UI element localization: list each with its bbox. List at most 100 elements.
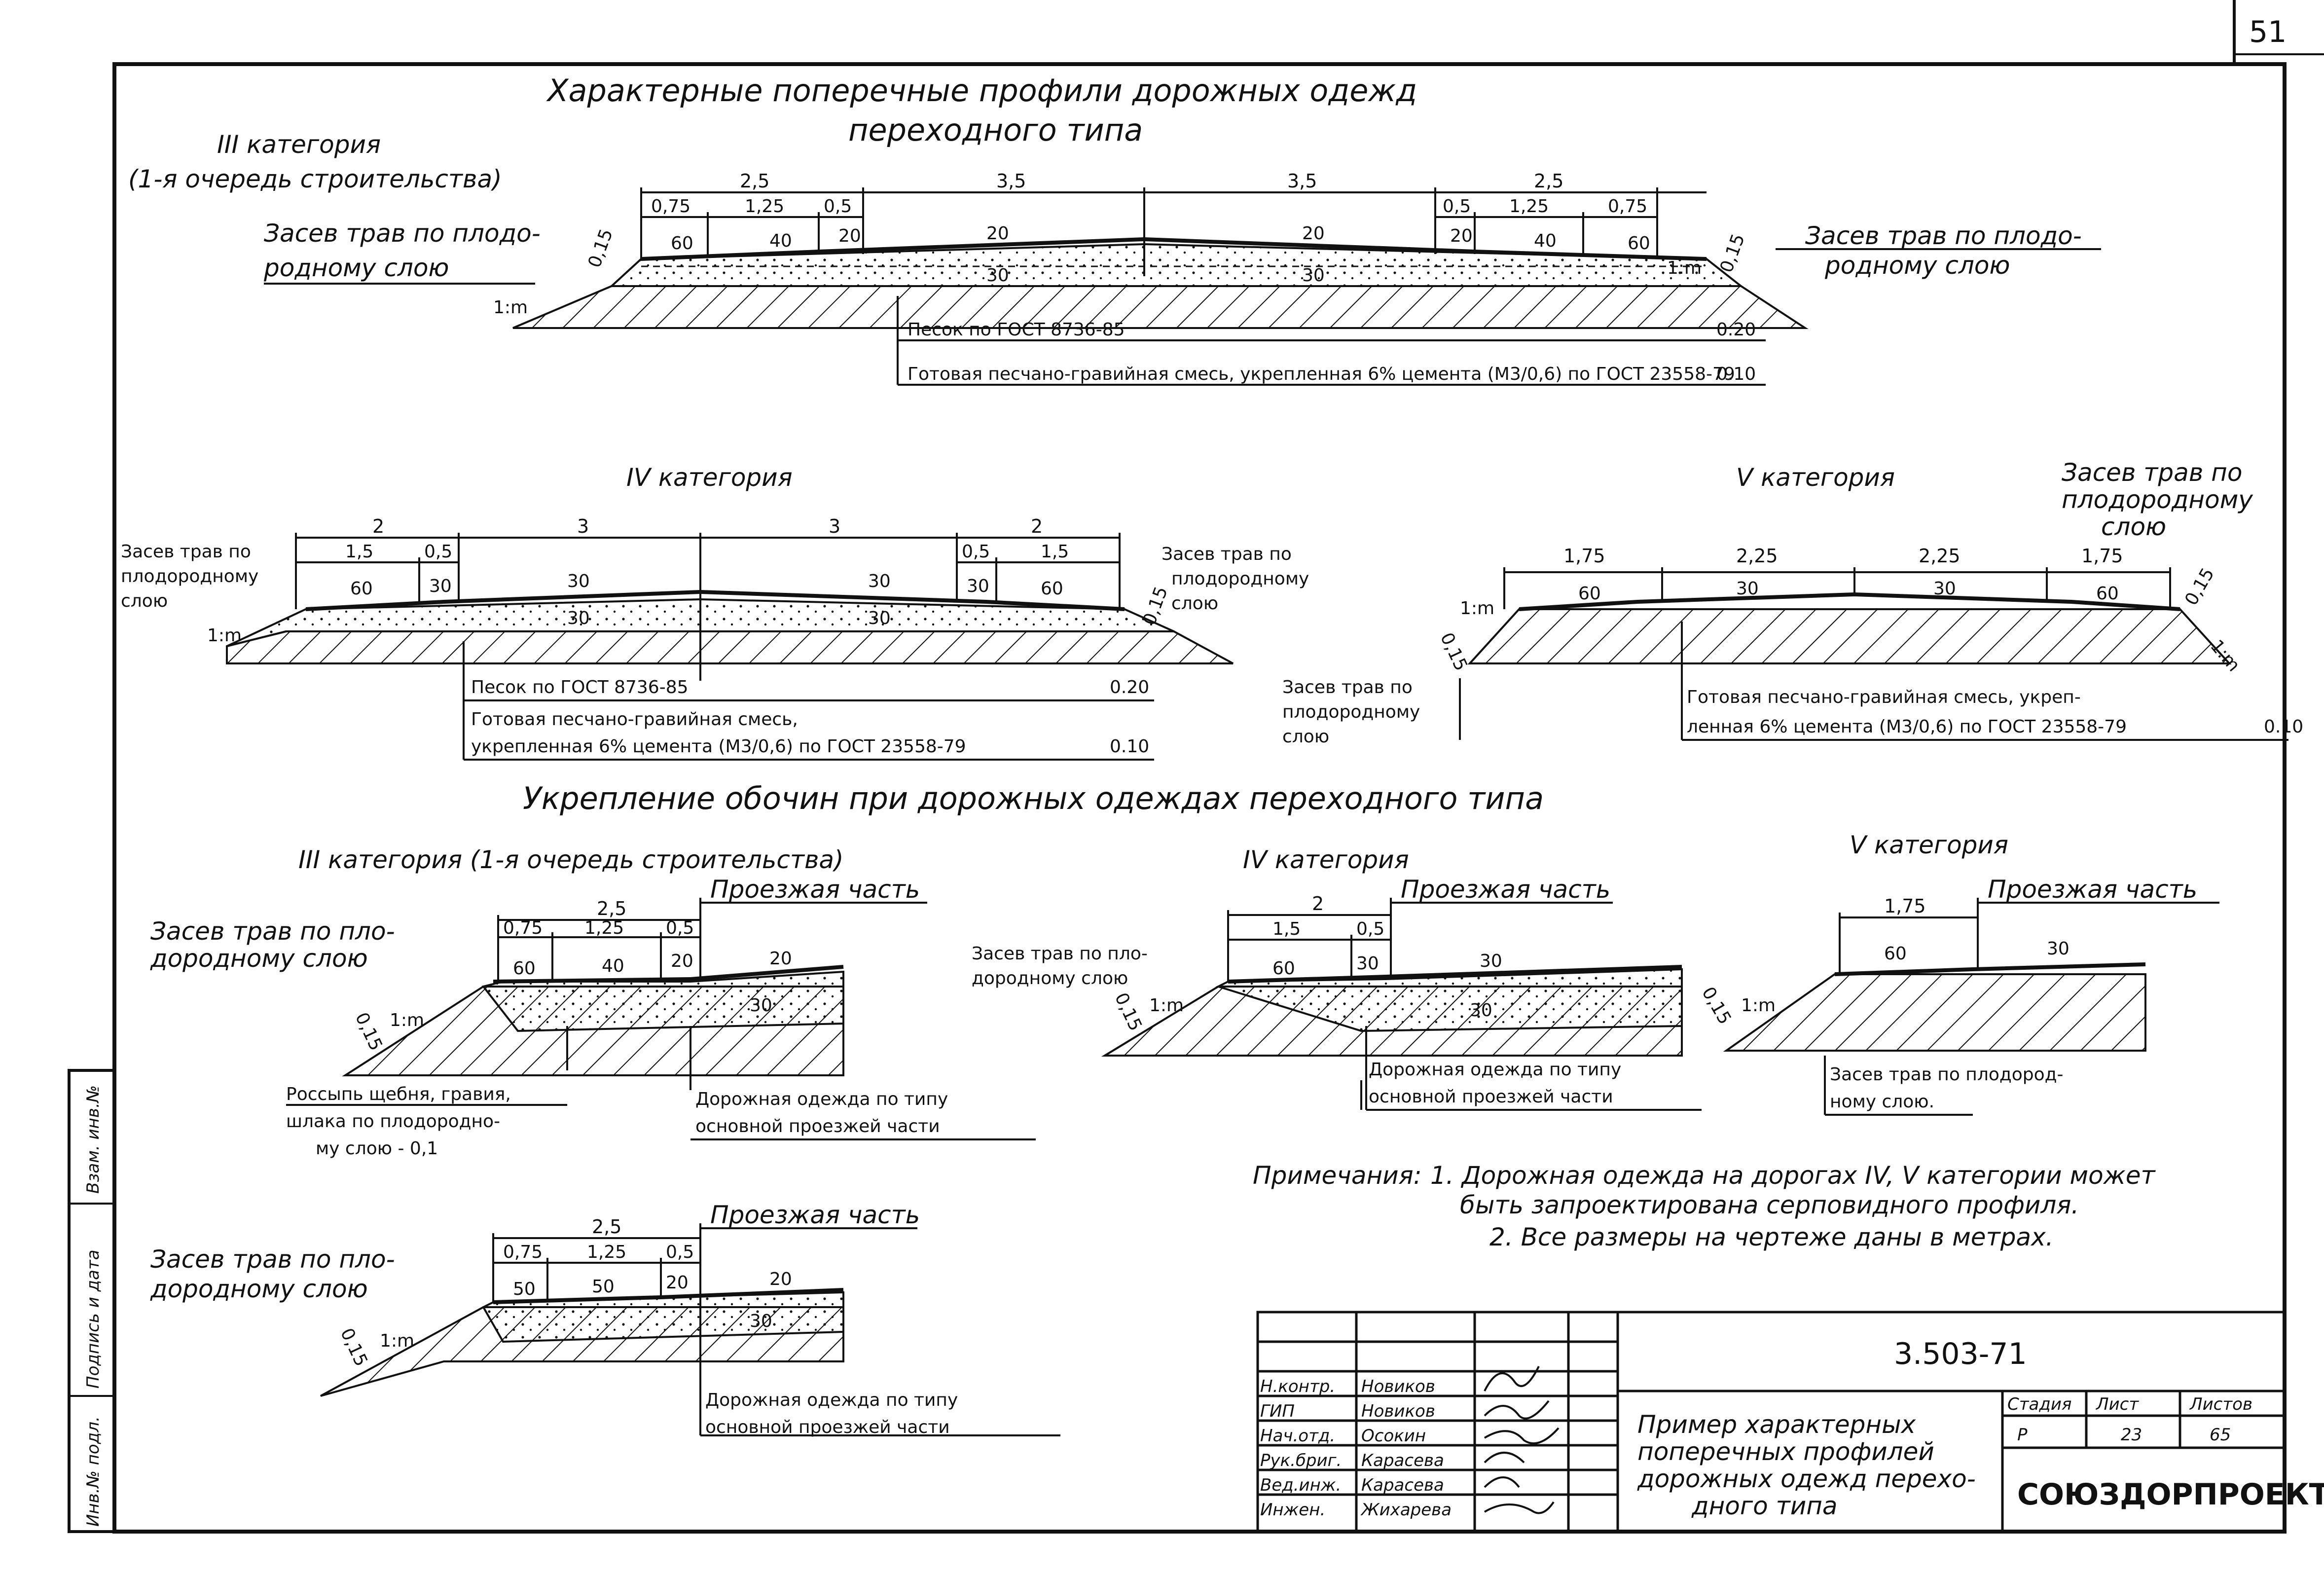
svg-text:40: 40 (602, 956, 624, 976)
svg-text:Карасева: Карасева (1361, 1451, 1444, 1470)
svg-text:30: 30 (567, 571, 590, 591)
svg-text:Проезжая часть: Проезжая часть (710, 875, 920, 904)
svg-text:3,5: 3,5 (996, 170, 1026, 192)
svg-text:1:m: 1:m (390, 1010, 424, 1030)
svg-text:0,75: 0,75 (503, 918, 543, 938)
svg-text:Инжен.: Инжен. (1260, 1500, 1325, 1520)
svg-text:Засев трав по: Засев трав по (2062, 458, 2242, 487)
section-cat4: IV категория Засев трав по плодородному … (121, 463, 1309, 761)
svg-text:1:m: 1:m (380, 1331, 414, 1351)
svg-text:2: 2 (372, 515, 384, 537)
svg-text:0,15: 0,15 (336, 1325, 371, 1369)
svg-text:30: 30 (2047, 939, 2070, 959)
doc-code: 3.503-71 (1894, 1337, 2027, 1371)
svg-text:дородному слою: дородному слою (150, 1275, 368, 1303)
signature-marks (1484, 1366, 1560, 1514)
svg-text:Лист: Лист (2095, 1394, 2139, 1414)
svg-text:1:m: 1:m (1667, 258, 1702, 278)
svg-text:Пример характерных: Пример характерных (1637, 1410, 1916, 1439)
svg-text:0,5: 0,5 (424, 542, 452, 562)
svg-text:Р: Р (2017, 1425, 2028, 1445)
svg-text:плодородному: плодородному (2062, 485, 2253, 514)
svg-text:основной проезжей части: основной проезжей части (705, 1417, 950, 1437)
svg-text:0,5: 0,5 (824, 196, 852, 217)
svg-text:дного типа: дного типа (1691, 1492, 1838, 1520)
svg-text:слою: слою (2101, 513, 2166, 541)
svg-text:30: 30 (1933, 579, 1956, 599)
svg-text:2,5: 2,5 (597, 898, 626, 919)
svg-text:0,15: 0,15 (351, 1009, 386, 1054)
svg-text:Засев трав по плодород-: Засев трав по плодород- (1830, 1064, 2064, 1085)
svg-text:Россыпь щебня, гравия,: Россыпь щебня, гравия, (286, 1084, 511, 1104)
svg-text:1:m: 1:m (1460, 598, 1494, 619)
svg-text:Готовая песчано-гравийная смес: Готовая песчано-гравийная смесь, (471, 709, 798, 730)
svg-text:ГИП: ГИП (1260, 1401, 1295, 1421)
svg-text:Новиков: Новиков (1361, 1377, 1435, 1396)
svg-text:Карасева: Карасева (1361, 1475, 1444, 1495)
svg-text:Инв.№ подл.: Инв.№ подл. (83, 1416, 103, 1527)
svg-text:23: 23 (2121, 1425, 2142, 1445)
svg-text:Засев трав по пло-: Засев трав по пло- (150, 917, 395, 946)
svg-text:0,5: 0,5 (666, 1242, 694, 1262)
cat3-layer-sand: Песок по ГОСТ 8736-85 (908, 320, 1125, 340)
svg-text:1:m: 1:m (1741, 995, 1776, 1016)
cat3-subgrade (512, 285, 1809, 329)
svg-text:0,5: 0,5 (962, 542, 990, 562)
svg-text:Проезжая часть: Проезжая часть (1988, 875, 2197, 904)
svg-text:1,25: 1,25 (587, 1242, 626, 1262)
svg-text:0,15: 0,15 (1139, 584, 1172, 628)
svg-text:20: 20 (838, 226, 861, 246)
sheet-number: 51 (2249, 15, 2287, 49)
svg-text:V категория: V категория (1850, 831, 2008, 859)
svg-text:30: 30 (1356, 953, 1379, 974)
svg-text:1. Дорожная одежда на дорогах: 1. Дорожная одежда на дорогах IV, V кате… (1430, 1161, 2156, 1190)
svg-text:60: 60 (1272, 958, 1295, 979)
cat5-label: V категория (1736, 463, 1895, 492)
svg-text:30: 30 (1470, 1000, 1492, 1021)
svg-text:III категория (1-я очередь стр: III категория (1-я очередь строительства… (298, 845, 844, 874)
svg-text:поперечных профилей: поперечных профилей (1637, 1437, 1934, 1466)
cat3-label: III категория (217, 130, 381, 159)
svg-text:0.20: 0.20 (1716, 320, 1756, 340)
svg-text:40: 40 (1534, 231, 1557, 251)
svg-text:20: 20 (986, 223, 1009, 244)
svg-text:плодородному: плодородному (121, 566, 258, 586)
svg-text:20: 20 (769, 949, 792, 969)
cat3-grass-right-1: Засев трав по плодо- (1805, 221, 2082, 250)
svg-text:20: 20 (1450, 226, 1473, 246)
svg-text:1,25: 1,25 (1509, 196, 1549, 217)
d3-subgrade (1723, 973, 2146, 1052)
svg-text:40: 40 (769, 231, 792, 251)
svg-text:слою: слою (1171, 593, 1218, 614)
svg-text:Дорожная одежда по типу: Дорожная одежда по типу (695, 1089, 948, 1109)
svg-text:0,15: 0,15 (1111, 989, 1146, 1034)
svg-text:0,5: 0,5 (1356, 919, 1384, 939)
svg-text:0,5: 0,5 (666, 918, 694, 938)
svg-text:слою: слою (1282, 727, 1329, 747)
svg-text:3,5: 3,5 (1287, 170, 1317, 192)
svg-text:60: 60 (513, 958, 536, 979)
side-stamp: Инв.№ подл. Подпись и дата Взам. инв.№ (83, 1085, 103, 1527)
svg-text:Нач.отд.: Нач.отд. (1260, 1426, 1335, 1446)
svg-text:плодородному: плодородному (1282, 702, 1420, 722)
svg-text:слою: слою (121, 591, 168, 611)
svg-text:20: 20 (1302, 223, 1325, 244)
svg-text:1,25: 1,25 (745, 196, 784, 217)
svg-text:1:m: 1:m (1149, 995, 1184, 1016)
svg-text:Дорожная одежда по типу: Дорожная одежда по типу (705, 1390, 958, 1410)
svg-text:30: 30 (429, 576, 452, 596)
section-cat3: III категория (1-я очередь строительства… (128, 130, 2101, 386)
section-subtitle: Укрепление обочин при дорожных одеждах п… (523, 780, 1544, 816)
svg-text:Осокин: Осокин (1361, 1426, 1426, 1446)
svg-text:30: 30 (868, 571, 891, 591)
detail-cat3: III категория (1-я очередь строительства… (150, 845, 1036, 1159)
svg-text:0,75: 0,75 (503, 1242, 543, 1262)
svg-text:30: 30 (750, 995, 772, 1016)
svg-text:2: 2 (1031, 515, 1043, 537)
svg-text:60: 60 (1041, 579, 1063, 599)
svg-text:быть запроектирована серповидн: быть запроектирована серповидного профил… (1460, 1191, 2079, 1219)
svg-text:1,25: 1,25 (584, 918, 624, 938)
svg-text:0,15: 0,15 (1436, 629, 1471, 674)
svg-text:Стадия: Стадия (2007, 1394, 2071, 1414)
